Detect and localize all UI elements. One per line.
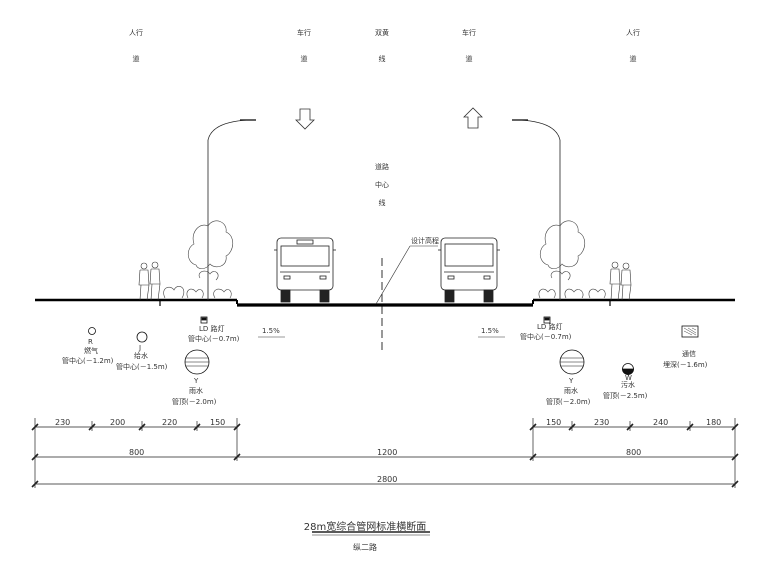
telecom-name: 通信 [682, 350, 696, 358]
dim-right-4: 180 [706, 418, 722, 427]
storm-right-name: 雨水 [564, 387, 578, 395]
street-light-right-name: LD 路灯 [537, 323, 563, 331]
drawing-title: 28m宽综合管网标准横断面 [303, 522, 427, 533]
water-supply-name: 给水 [134, 352, 148, 360]
center-line-label: 双黄线 [375, 29, 389, 63]
lane-arrow-down [295, 108, 315, 130]
street-light-left-name: LD 路灯 [199, 325, 225, 333]
dim-right-3: 240 [653, 418, 669, 427]
street-lamp-left [207, 119, 256, 300]
road-surface [35, 298, 735, 307]
tree-left [187, 220, 234, 300]
street-light-left-depth: 管中心(－0.7m) [188, 335, 240, 343]
dim-left-3: 220 [162, 418, 178, 427]
storm-left-code: Y [194, 377, 199, 385]
gas-code: R [88, 338, 93, 346]
storm-left-depth: 管顶(－2.0m) [172, 398, 217, 406]
water-supply-depth: 管中心(－1.5m) [116, 363, 168, 371]
water-supply-pipe [136, 331, 148, 343]
dim-total: 2800 [377, 475, 398, 484]
dim-left-2: 200 [110, 418, 126, 427]
design-elevation-label: 设计高程 [411, 237, 439, 245]
bus-right [438, 237, 500, 303]
bus-left [274, 237, 336, 303]
slope-left-label: 1.5% [262, 327, 280, 335]
gas-depth: 管中心(－1.2m) [62, 357, 114, 365]
storm-right-code: Y [569, 377, 574, 385]
water-supply-code: J [139, 344, 142, 352]
gas-pipe [88, 327, 96, 335]
utility-pipes [88, 316, 699, 375]
street-light-right-depth: 管中心(－0.7m) [520, 333, 572, 341]
dim-mid-3: 800 [626, 448, 642, 457]
lane-arrow-up [463, 107, 483, 129]
dim-left-4: 150 [210, 418, 226, 427]
dim-left-1: 230 [55, 418, 71, 427]
dim-right-2: 230 [594, 418, 610, 427]
lane-left-label: 车行道 [297, 29, 311, 63]
sewage-name: 污水 [621, 381, 635, 389]
sidewalk-left-label: 人行道 [129, 29, 143, 63]
street-lamp-right [512, 119, 561, 300]
lane-right-label: 车行道 [462, 29, 476, 63]
sidewalk-right-label: 人行道 [626, 29, 640, 63]
slope-right-label: 1.5% [481, 327, 499, 335]
pedestrians-left [138, 261, 161, 301]
sewage-code: W [625, 374, 632, 382]
sewage-depth: 管顶(－2.5m) [603, 392, 648, 400]
pedestrians-right [609, 261, 632, 301]
dimension-lines [31, 418, 739, 488]
shrubs [163, 286, 606, 299]
drawing-subtitle: 纵二路 [353, 543, 377, 552]
gas-name: 燃气 [84, 347, 98, 355]
dim-mid-1: 800 [129, 448, 145, 457]
design-elevation-leader [375, 245, 438, 305]
dim-right-1: 150 [546, 418, 562, 427]
dim-mid-2: 1200 [377, 448, 398, 457]
road-centerline-label: 道路中心线 [375, 163, 389, 207]
storm-left-name: 雨水 [189, 387, 203, 395]
storm-right-depth: 管顶(－2.0m) [546, 398, 591, 406]
tree-right [539, 220, 586, 300]
telecom-depth: 埋深(－1.6m) [663, 361, 708, 369]
